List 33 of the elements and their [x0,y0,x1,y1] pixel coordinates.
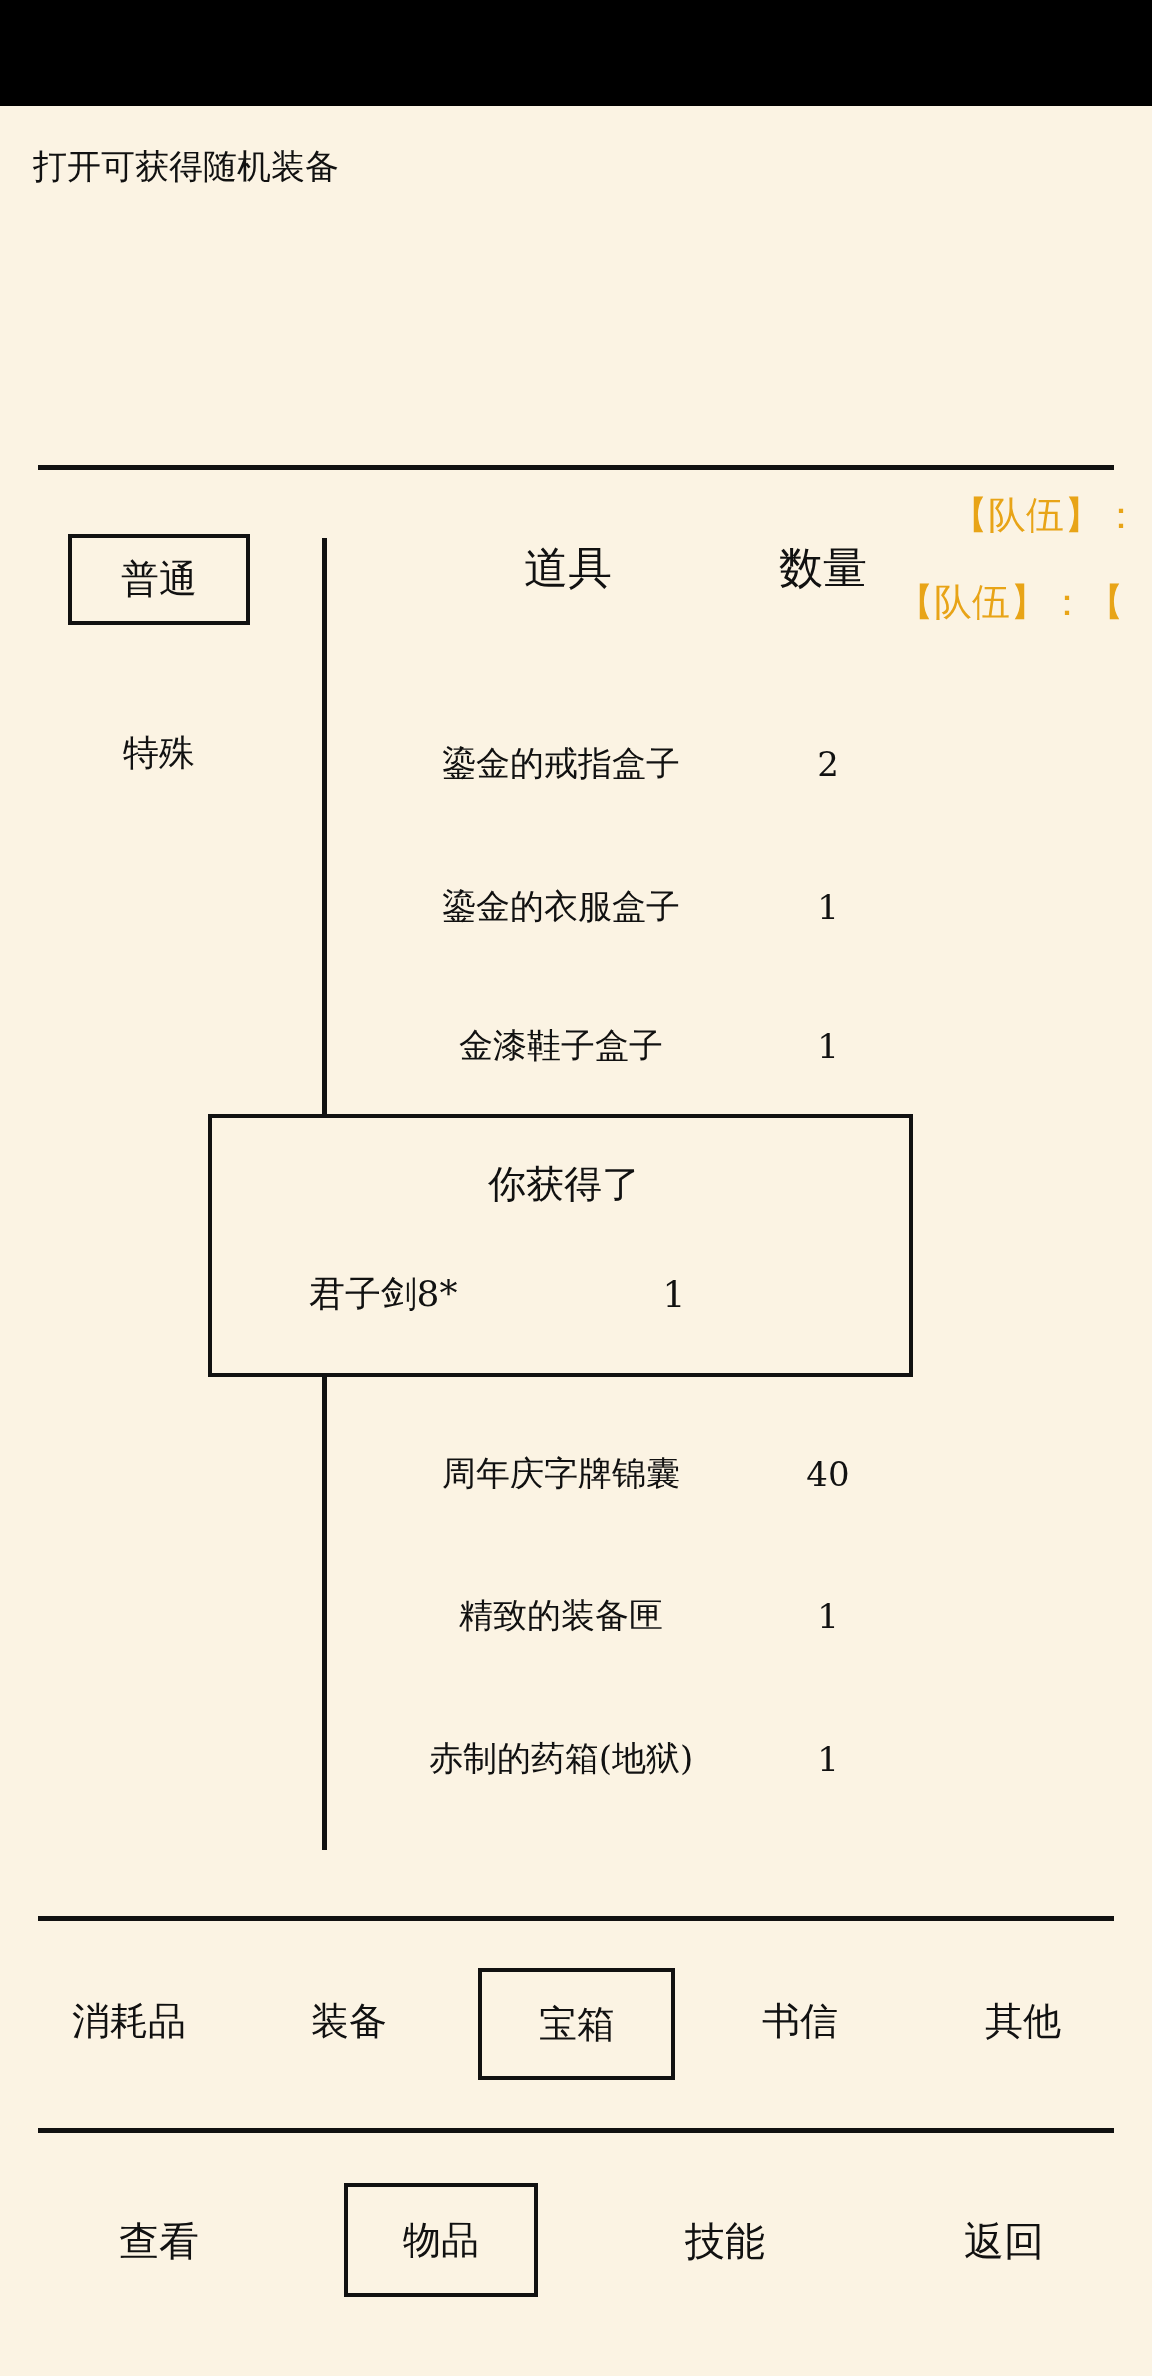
item-count: 1 [817,887,839,927]
item-count: 1 [817,1739,839,1779]
item-name: 精致的装备匣 [459,1594,663,1637]
tab-label: 书信 [762,1997,838,2045]
reward-dialog [208,1114,913,1377]
menu-label: 返回 [964,2216,1044,2266]
tab-label: 特殊 [123,730,195,775]
item-name: 鎏金的戒指盒子 [442,742,680,785]
item-name: 鎏金的衣服盒子 [442,885,680,928]
chat-text: 【队伍】：【 [896,578,1124,626]
item-count: 1 [662,1273,686,1315]
tab-button: 物品 [344,2183,538,2297]
item-name: 赤制的药箱(地狱) [428,1737,694,1780]
column-header: 数量 [779,540,867,595]
item-count: 2 [817,744,839,784]
menu-label: 查看 [119,2216,199,2266]
item-count: 1 [817,1026,839,1066]
item-name: 金漆鞋子盒子 [459,1024,663,1067]
item-name: 周年庆字牌锦囊 [442,1452,680,1495]
item-count: 1 [817,1596,839,1636]
tab-button: 宝箱 [478,1968,675,2080]
tab-label: 装备 [311,1997,387,2045]
item-name: 君子剑8* [308,1271,458,1316]
status-bar [0,0,1152,106]
dialog-title: 你获得了 [488,1160,640,1208]
tab-label: 消耗品 [72,1997,186,2045]
hint-text: 打开可获得随机装备 [33,145,339,188]
column-header: 道具 [524,540,612,595]
menu-label: 技能 [685,2216,765,2266]
tab-button: 普通 [68,534,250,625]
chat-text: 【队伍】： [950,491,1140,539]
tab-label: 其他 [985,1997,1061,2045]
item-count: 40 [806,1454,850,1494]
